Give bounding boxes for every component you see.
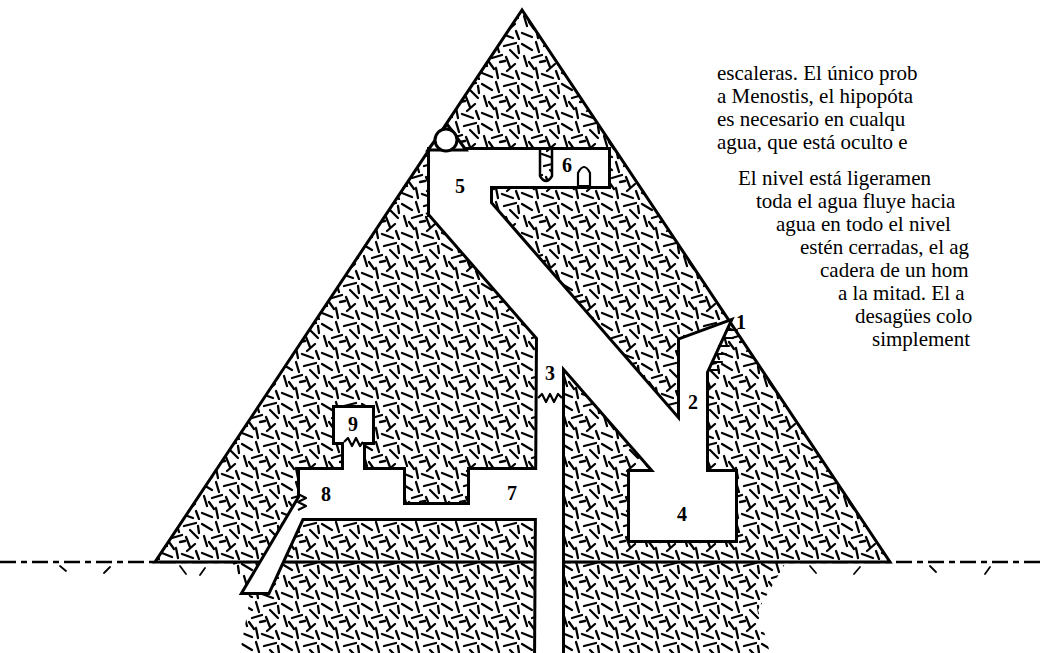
boulder-circle <box>435 129 457 151</box>
callout-number: 4 <box>677 503 687 525</box>
body-text-line: escaleras. El único prob <box>717 62 918 85</box>
callout-number: 2 <box>688 391 698 413</box>
sarcophagus <box>578 167 590 186</box>
body-text-line: a la mitad. El a <box>838 282 965 305</box>
body-text-line: El nivel está ligeramen <box>738 167 931 190</box>
body-text-line: es necesario en cualqu <box>717 108 905 131</box>
body-text-line: estén cerradas, el ag <box>800 236 969 259</box>
callout-number: 6 <box>562 154 572 176</box>
body-text-line: cadera de un hom <box>820 259 969 282</box>
chamber-walls <box>244 150 735 653</box>
chamber-space <box>244 150 735 653</box>
callout-number: 8 <box>321 483 331 505</box>
body-text-line: desagües colo <box>855 305 972 328</box>
gable-triangle <box>428 124 466 150</box>
callout-number: 5 <box>455 175 465 197</box>
bedrock-texture <box>232 562 786 653</box>
door-marks <box>298 394 562 510</box>
callout-number: 1 <box>736 311 746 333</box>
callout-number: 3 <box>545 362 555 384</box>
callout-number: 7 <box>507 482 517 504</box>
body-text-line: simplement <box>872 328 970 351</box>
stair-marks <box>709 330 737 370</box>
body-text-line: toda el agua fluye hacia <box>756 190 955 213</box>
callout-number: 9 <box>348 413 358 435</box>
body-text-line: a Menostis, el hipopóta <box>717 85 913 108</box>
wall-notch <box>540 150 552 181</box>
body-text-line: agua, que está oculto e <box>717 131 908 154</box>
body-text-line: agua en todo el nivel <box>776 213 951 236</box>
